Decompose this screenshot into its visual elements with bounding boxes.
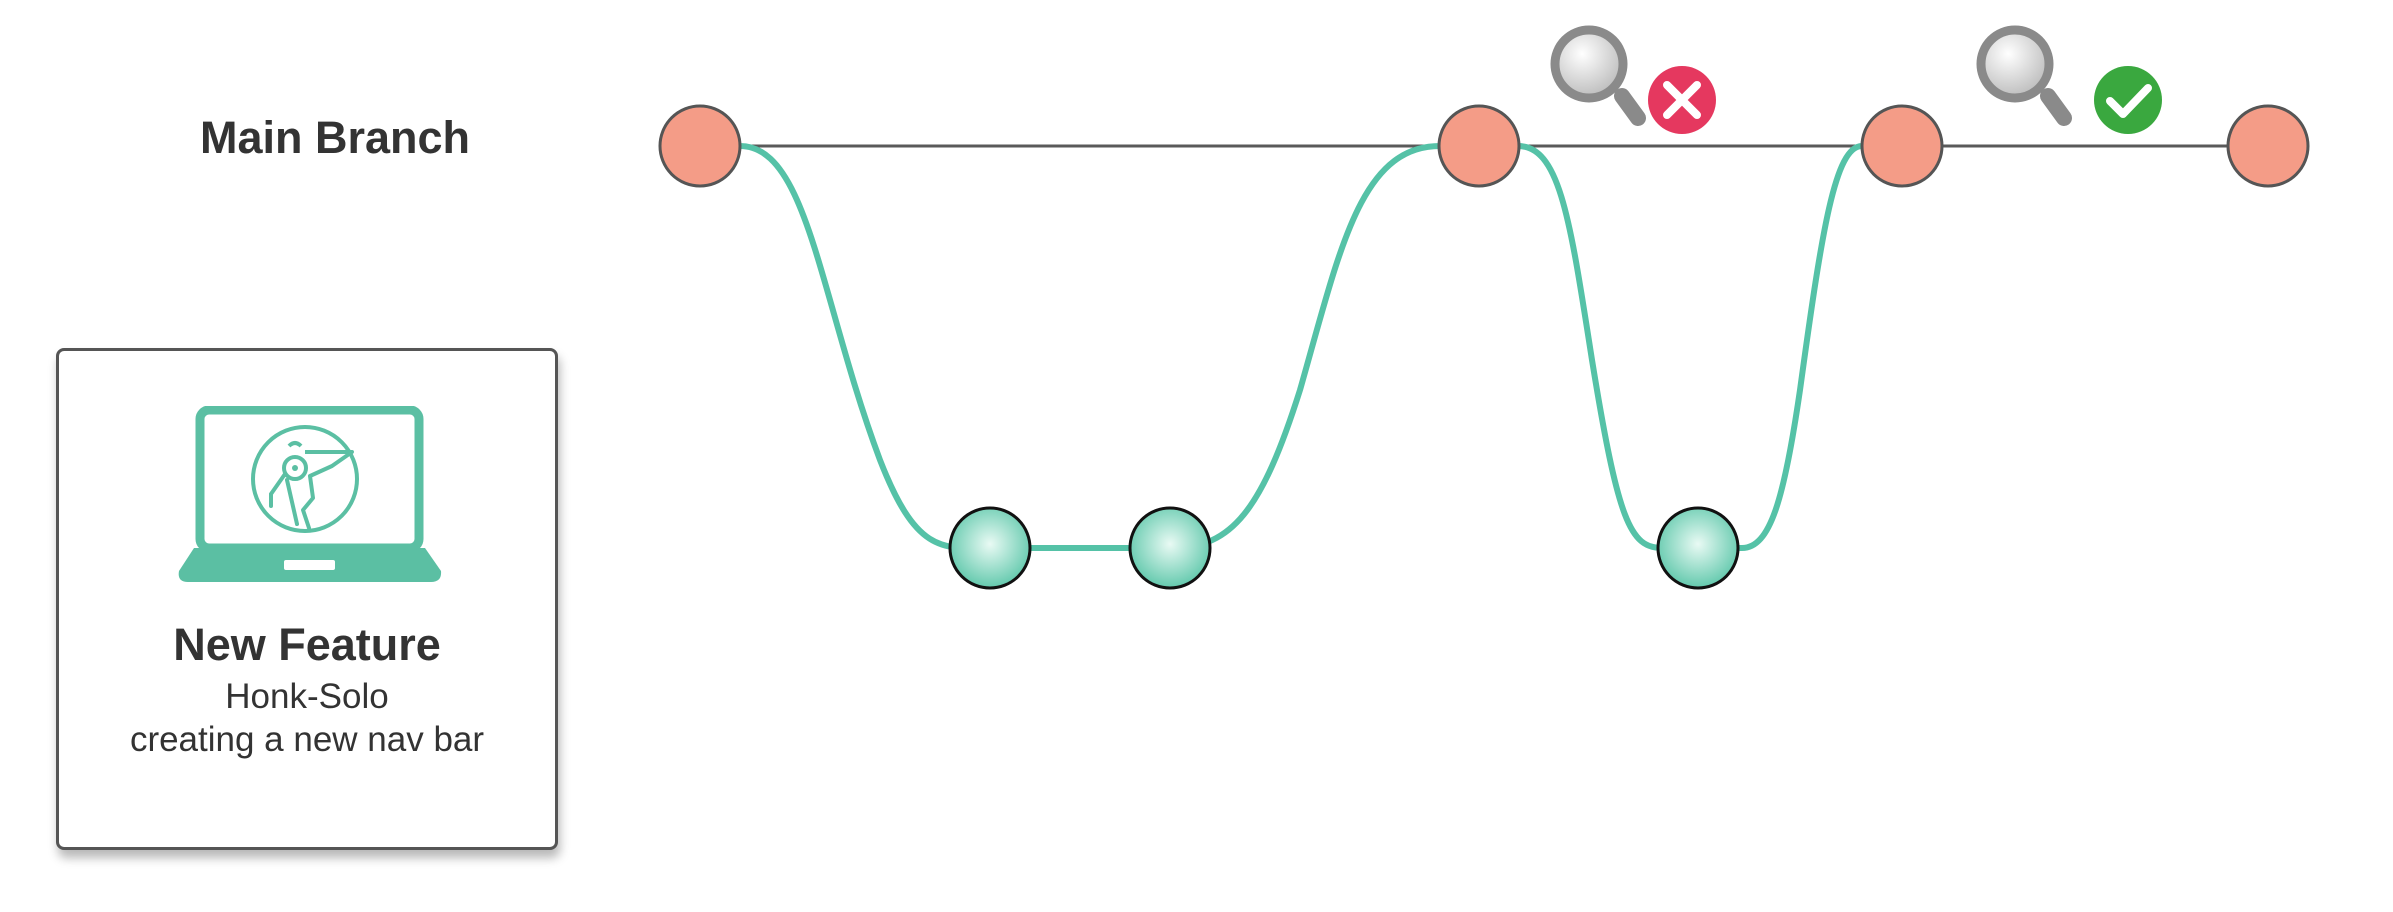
feature-branch-2-line <box>1517 143 1863 551</box>
main-commit-1[interactable] <box>658 104 742 188</box>
feature-commit-3[interactable] <box>1656 506 1740 590</box>
main-commit-2[interactable] <box>1437 104 1521 188</box>
main-commit-3[interactable] <box>1860 104 1944 188</box>
feature-card-author: Honk-Solo <box>225 677 389 716</box>
magnifier-icon <box>1550 25 1646 126</box>
feature-commit-2[interactable] <box>1128 506 1212 590</box>
feature-card-title: New Feature <box>173 619 441 670</box>
x-circle-icon <box>1648 66 1716 134</box>
main-commit-4[interactable] <box>2226 104 2310 188</box>
check-circle-icon <box>2094 66 2162 134</box>
feature-card-description: creating a new nav bar <box>129 720 485 759</box>
feature-commit-1[interactable] <box>948 506 1032 590</box>
laptop-developer-icon <box>178 406 442 582</box>
magnifier-icon <box>1976 25 2072 126</box>
main-branch-label: Main Branch <box>200 112 471 163</box>
feature-branch-1-line <box>739 143 1441 552</box>
feature-card: New Feature Honk-Solo creating a new nav… <box>56 348 558 850</box>
